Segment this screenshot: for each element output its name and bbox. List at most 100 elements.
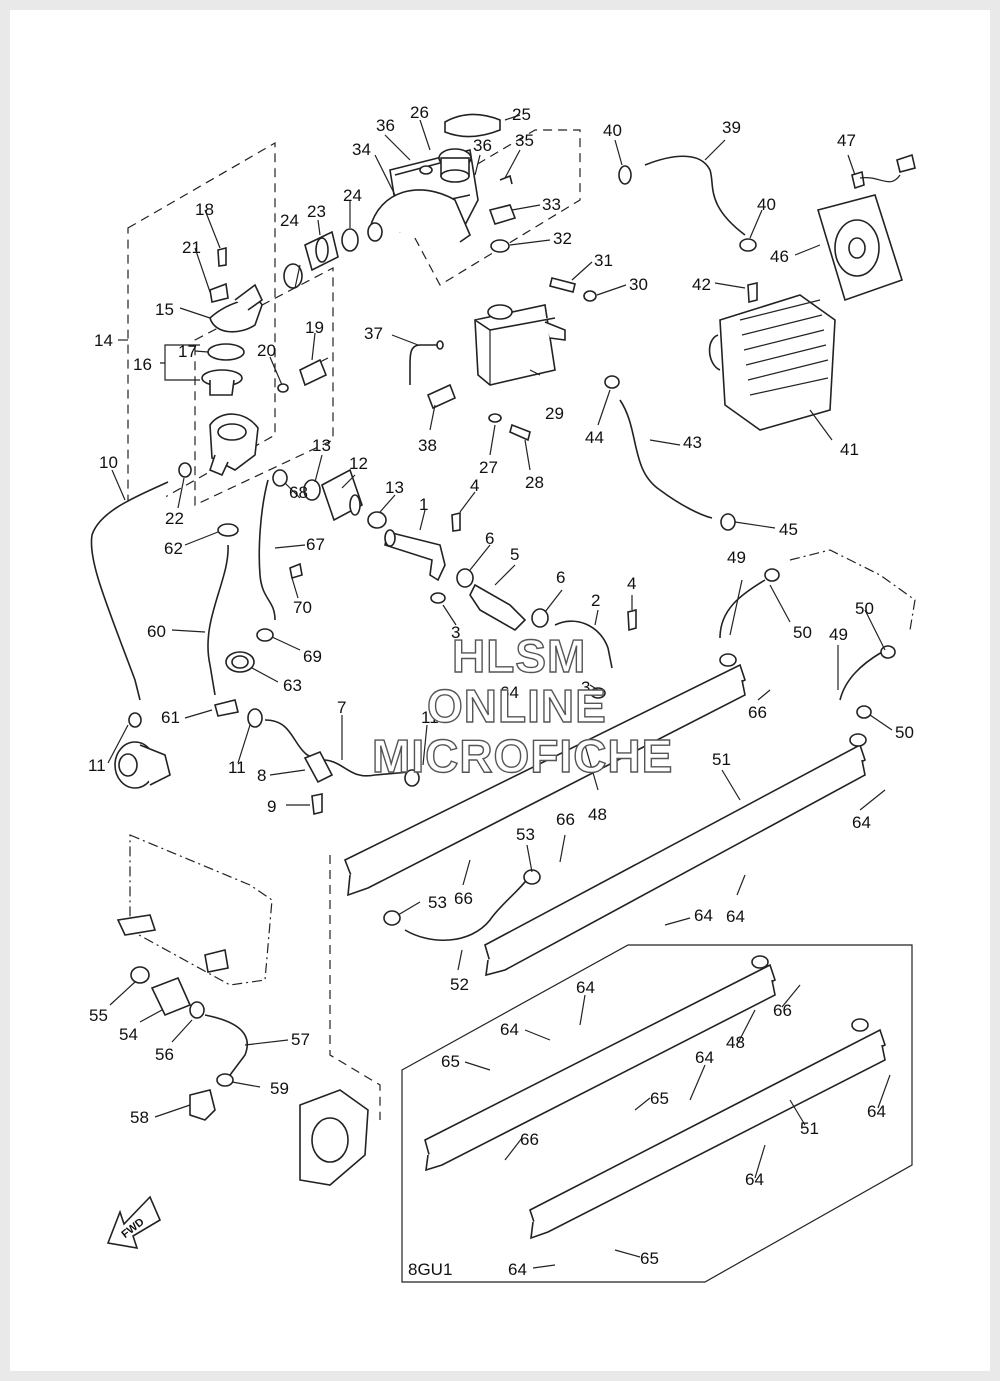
label-46: 46 xyxy=(770,247,789,266)
label-65a: 65 xyxy=(441,1052,460,1071)
clamp-24a xyxy=(283,263,303,289)
bolt-4b xyxy=(627,608,637,632)
label-13a: 13 xyxy=(312,436,331,455)
label-24a: 24 xyxy=(280,211,299,230)
label-39: 39 xyxy=(722,118,741,137)
collar-30 xyxy=(583,290,597,302)
variant-code-label: 8GU1 xyxy=(408,1260,452,1279)
label-40b: 40 xyxy=(757,195,776,214)
bolt-31 xyxy=(549,277,576,293)
label-66e: 66 xyxy=(520,1130,539,1149)
label-17: 17 xyxy=(178,342,197,361)
clamp-40b xyxy=(739,238,757,252)
label-56: 56 xyxy=(155,1045,174,1064)
clamp-45 xyxy=(720,513,736,531)
elbow-58 xyxy=(189,1089,216,1121)
clamp-53a xyxy=(523,869,541,885)
label-22: 22 xyxy=(165,509,184,528)
label-52: 52 xyxy=(450,975,469,994)
label-37: 37 xyxy=(364,324,383,343)
label-67: 67 xyxy=(306,535,325,554)
label-6b: 6 xyxy=(556,568,565,587)
clamp-13a xyxy=(303,479,321,501)
label-64g: 64 xyxy=(695,1048,714,1067)
water-pump-cover xyxy=(299,1089,369,1186)
thermostat-group-outline xyxy=(127,141,276,520)
label-30: 30 xyxy=(629,275,648,294)
hose-49a xyxy=(719,579,766,639)
label-10: 10 xyxy=(99,453,118,472)
watermark-line-3: MICROFICHE xyxy=(372,730,673,782)
clamp-50c xyxy=(856,705,872,719)
label-57: 57 xyxy=(291,1030,310,1049)
label-12: 12 xyxy=(349,454,368,473)
label-27: 27 xyxy=(479,458,498,477)
pipe-51 xyxy=(484,733,867,977)
label-18: 18 xyxy=(195,200,214,219)
label-65c: 65 xyxy=(640,1249,659,1268)
label-64c: 64 xyxy=(726,907,745,926)
label-48a: 48 xyxy=(588,805,607,824)
bracket-21 xyxy=(209,282,229,303)
bolt-28 xyxy=(509,423,531,442)
label-59: 59 xyxy=(270,1079,289,1098)
hose-2 xyxy=(554,620,613,669)
hose-54 xyxy=(150,976,192,1017)
grommet-33 xyxy=(488,204,517,225)
clamp-59 xyxy=(216,1073,234,1087)
oring-3a xyxy=(430,592,446,604)
label-3b: 3 xyxy=(581,678,590,697)
variant-box-outline xyxy=(401,944,913,1283)
hose-12 xyxy=(321,468,363,522)
band-63 xyxy=(225,651,255,673)
joint-pipe-1 xyxy=(384,529,446,582)
label-61: 61 xyxy=(161,708,180,727)
label-70: 70 xyxy=(293,598,312,617)
label-8: 8 xyxy=(257,766,266,785)
clamp-55 xyxy=(130,966,150,984)
label-48b: 48 xyxy=(726,1033,745,1052)
label-66b: 66 xyxy=(556,810,575,829)
clamp-62 xyxy=(217,523,239,537)
label-38: 38 xyxy=(418,436,437,455)
label-31: 31 xyxy=(594,251,613,270)
label-64a: 64 xyxy=(500,683,519,702)
label-26: 26 xyxy=(410,103,429,122)
label-50b: 50 xyxy=(855,599,874,618)
label-19: 19 xyxy=(305,318,324,337)
label-20: 20 xyxy=(257,341,276,360)
label-4a: 4 xyxy=(470,476,479,495)
watermark: HLSM ONLINE MICROFICHE xyxy=(371,629,673,782)
thermostat xyxy=(201,369,243,396)
label-13b: 13 xyxy=(385,478,404,497)
frame-crossmember xyxy=(116,834,273,986)
clamp-11c xyxy=(404,769,420,787)
hose-49b xyxy=(839,651,883,701)
label-47: 47 xyxy=(837,131,856,150)
forward-arrow xyxy=(106,1195,162,1250)
clamp-22 xyxy=(178,462,192,478)
hose-23 xyxy=(304,230,339,272)
clamp-44 xyxy=(604,375,620,389)
watermark-line-1: HLSM xyxy=(452,630,586,682)
label-35: 35 xyxy=(515,131,534,150)
label-29: 29 xyxy=(545,404,564,423)
label-23: 23 xyxy=(307,202,326,221)
label-45: 45 xyxy=(779,520,798,539)
washer-27 xyxy=(488,413,502,423)
hose-52 xyxy=(404,877,529,942)
label-64d: 64 xyxy=(694,906,713,925)
label-49a: 49 xyxy=(727,548,746,567)
label-64e: 64 xyxy=(576,978,595,997)
hose-10 xyxy=(90,481,169,701)
label-65b: 65 xyxy=(650,1089,669,1108)
thermostat-cover xyxy=(209,283,264,333)
fan-motor xyxy=(816,194,903,302)
label-9: 9 xyxy=(267,797,276,816)
clamp-56 xyxy=(189,1001,205,1019)
clamp-13b xyxy=(367,511,387,529)
label-64i: 64 xyxy=(745,1170,764,1189)
label-51b: 51 xyxy=(800,1119,819,1138)
clamp-68 xyxy=(272,469,288,487)
hose-43 xyxy=(619,399,713,519)
